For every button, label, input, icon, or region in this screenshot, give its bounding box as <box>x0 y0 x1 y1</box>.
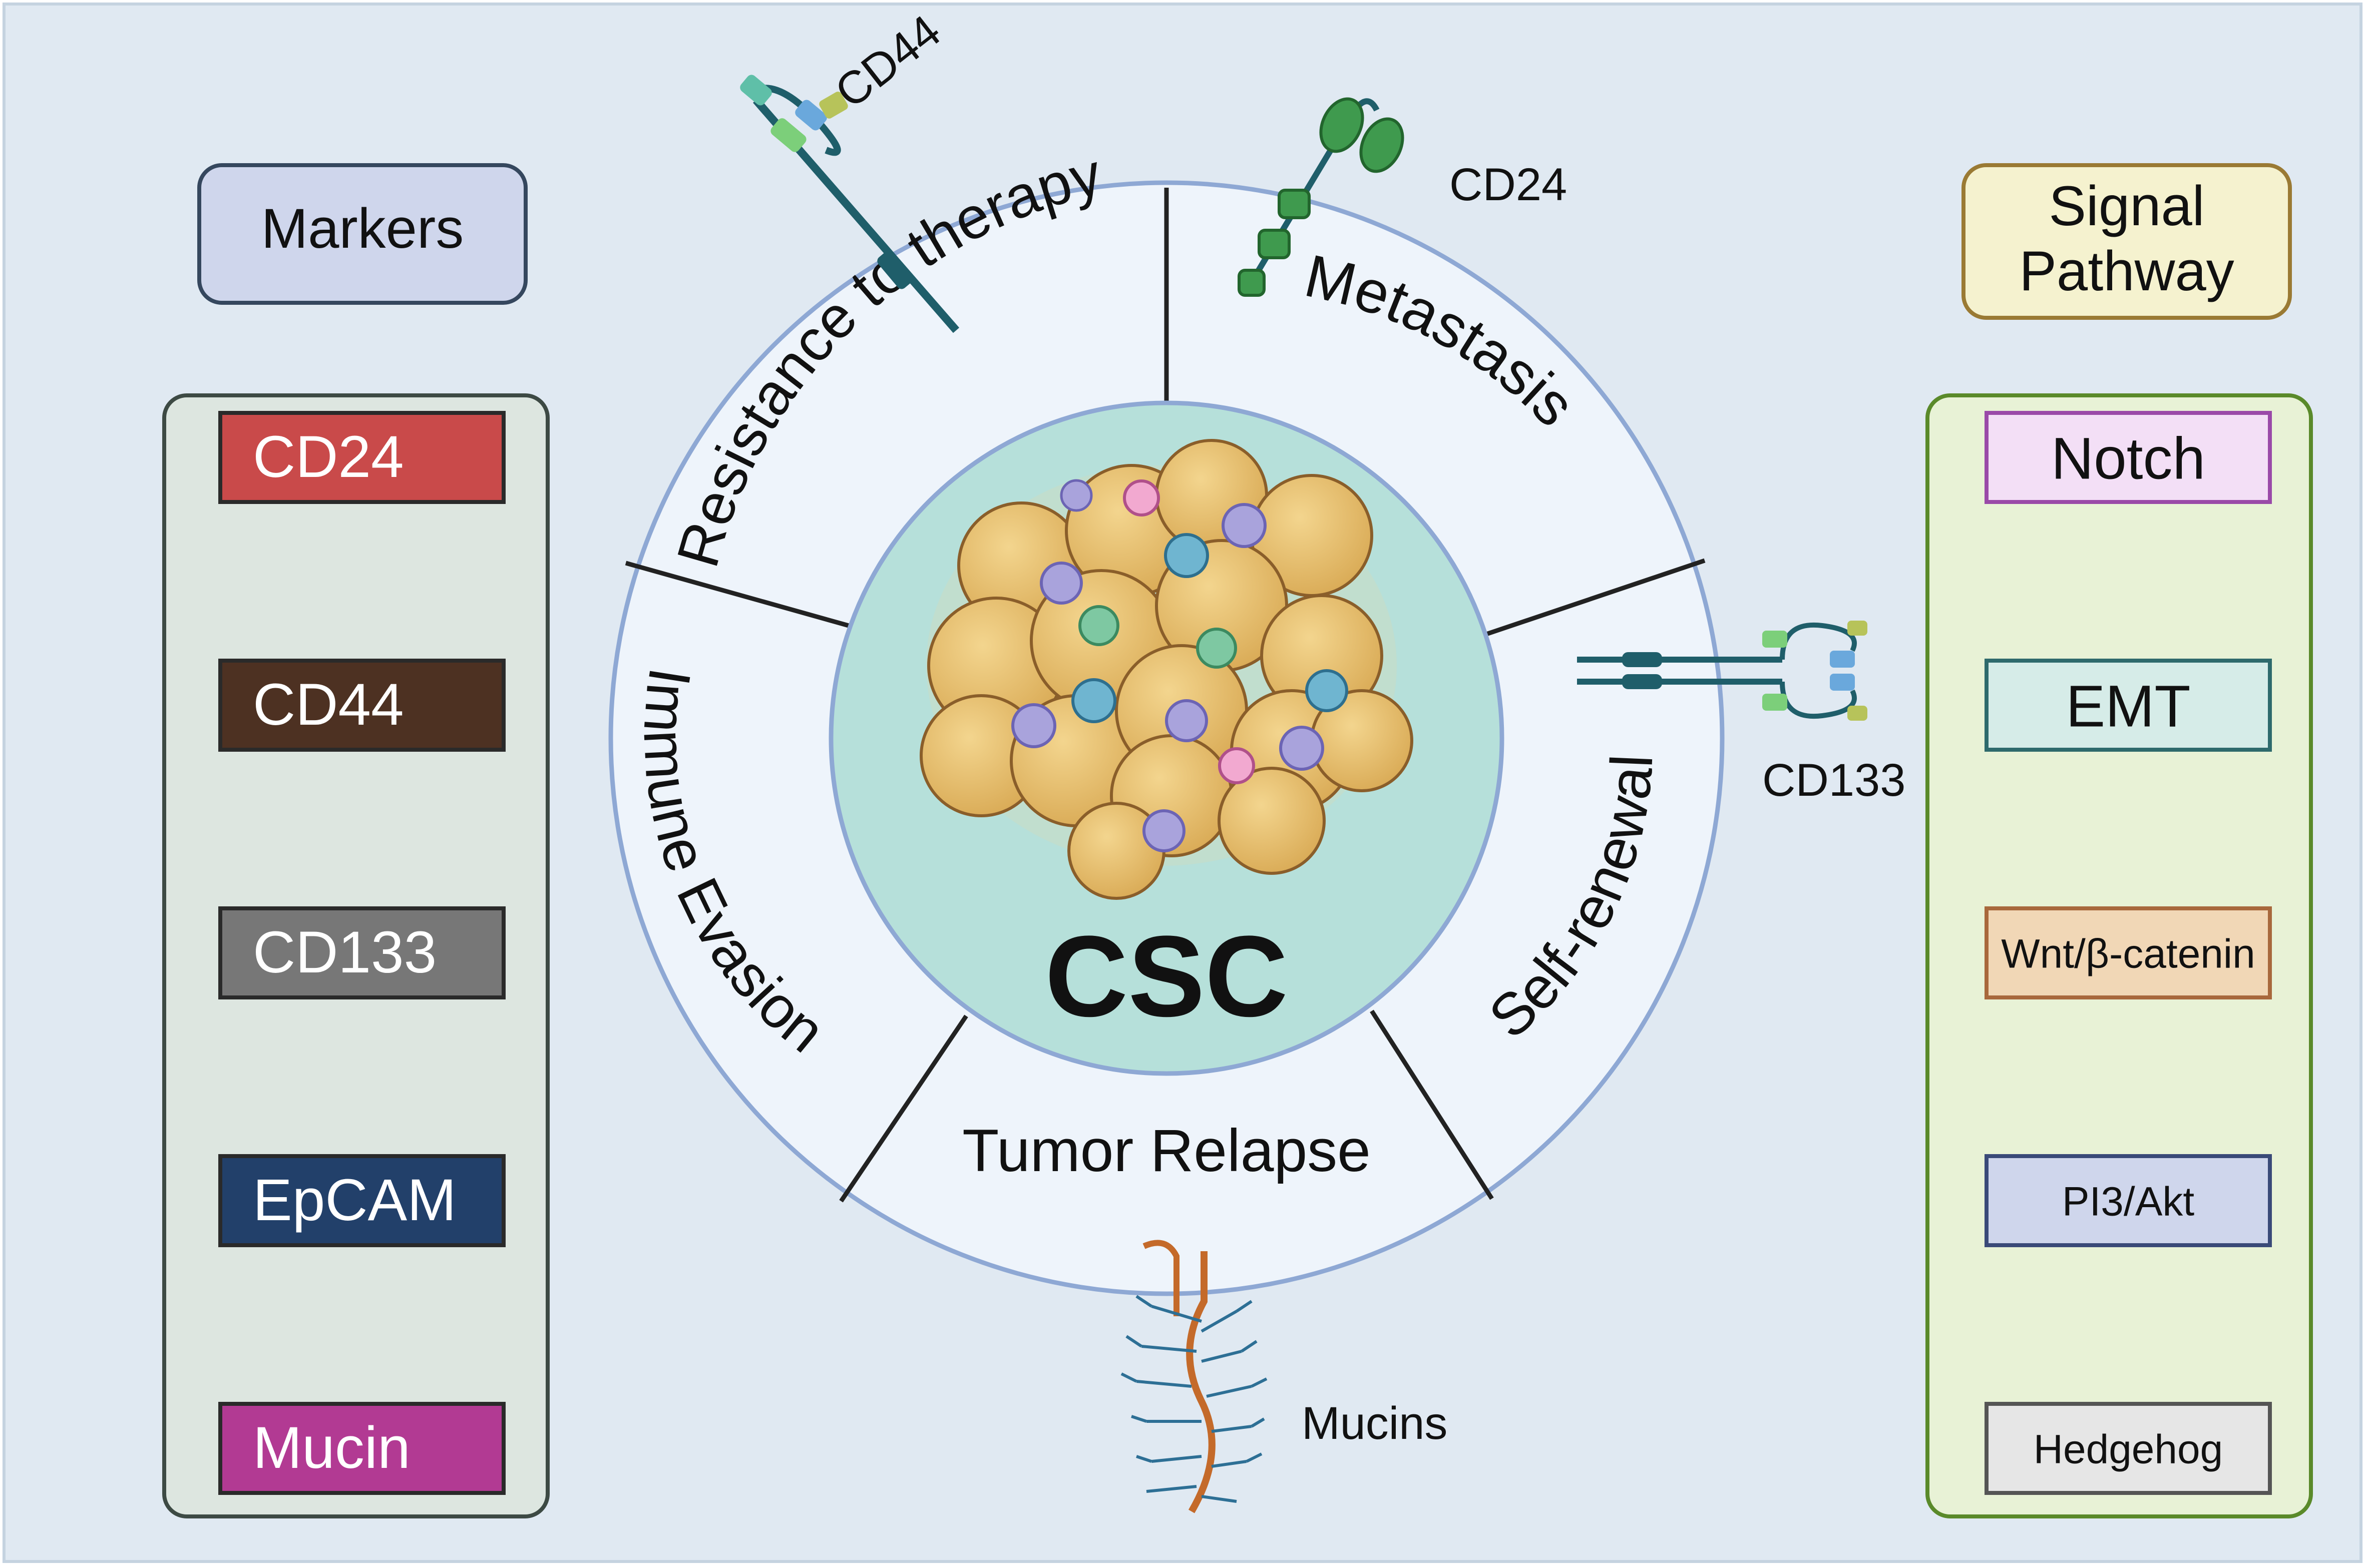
tumor-cell-cluster <box>920 439 1413 900</box>
cd133-molecule-icon <box>1577 621 1867 721</box>
cd24-molecule-label: CD24 <box>1449 159 1567 210</box>
marker-label: CD44 <box>253 672 404 738</box>
segment-label-tumor-relapse: Tumor Relapse <box>962 1117 1371 1184</box>
signal-item-1: Notch <box>1985 411 2272 504</box>
signal-label: EMT <box>2066 673 2190 739</box>
cd44-molecule-icon <box>740 75 960 333</box>
signal-label: Hedgehog <box>2034 1427 2223 1472</box>
cd24-molecule-icon <box>1238 97 1404 297</box>
signal-title-line2: Pathway <box>2019 240 2234 302</box>
signal-label: Wnt/β-catenin <box>2001 931 2255 977</box>
signal-item-2: EMT <box>1985 659 2272 752</box>
cd133-molecule-label: CD133 <box>1762 755 1905 806</box>
divider-left <box>625 561 850 628</box>
signal-item-4: PI3/Akt <box>1985 1154 2272 1247</box>
signal-title-box <box>1961 163 2292 320</box>
marker-item-cd133: CD133 <box>218 906 506 999</box>
mucins-molecule-icon <box>1120 1240 1268 1513</box>
marker-item-mucin: Mucin <box>218 1402 506 1495</box>
mucins-molecule-label: Mucins <box>1302 1398 1447 1449</box>
marker-label: EpCAM <box>253 1167 457 1233</box>
marker-item-cd24: CD24 <box>218 411 506 504</box>
divider-bottom-left <box>839 1014 968 1203</box>
marker-label: CD24 <box>253 424 404 490</box>
marker-label: Mucin <box>253 1415 411 1481</box>
divider-right <box>1481 558 1706 638</box>
marker-item-epcam: EpCAM <box>218 1154 506 1247</box>
marker-label: CD133 <box>253 919 437 985</box>
signal-label: Notch <box>2051 425 2205 491</box>
csc-label: CSC <box>1045 912 1288 1040</box>
marker-item-cd44: CD44 <box>218 659 506 752</box>
signal-item-3: Wnt/β-catenin <box>1985 906 2272 999</box>
markers-title-box <box>197 163 528 305</box>
signal-item-5: Hedgehog <box>1985 1402 2272 1495</box>
signal-title-line1: Signal <box>2049 175 2204 237</box>
markers-title: Markers <box>261 197 464 260</box>
signal-label: PI3/Akt <box>2062 1179 2195 1225</box>
divider-bottom-right <box>1370 1009 1494 1200</box>
